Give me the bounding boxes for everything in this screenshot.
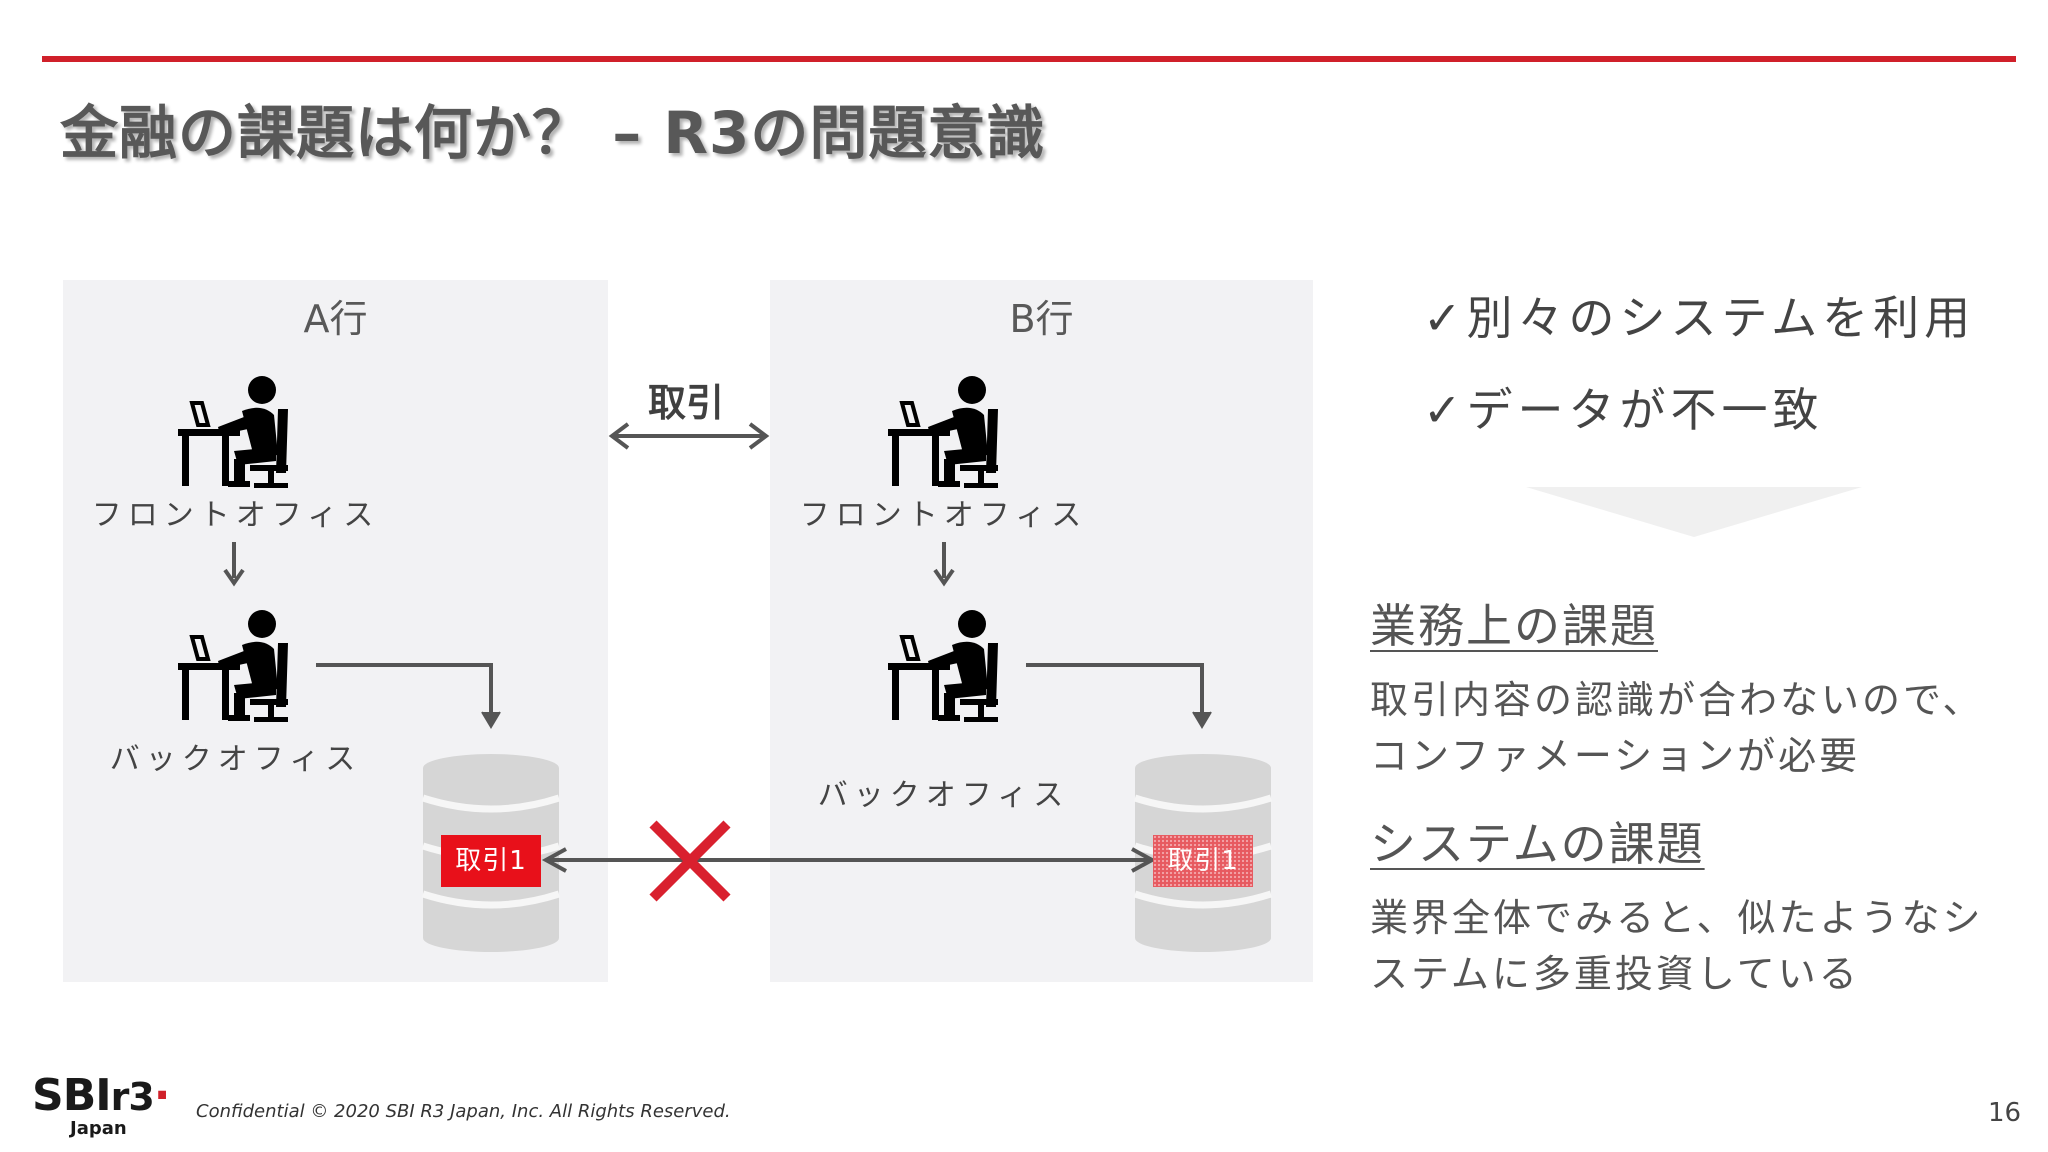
back-office-label-a: バックオフィス [109,742,362,777]
front-office-label-a: フロントオフィス [91,498,380,533]
chevron-down-icon [1526,487,1862,537]
issue-heading-business: 業務上の課題 [1370,599,1658,653]
header-rule [42,56,2016,62]
front-office-label-b: フロントオフィス [799,498,1088,533]
person-at-desk-icon [886,608,1000,724]
issue-text-system-line2: ステムに多重投資している [1370,952,1860,996]
back-office-to-db-arrow [1026,663,1212,729]
back-office-label-b: バックオフィス [817,778,1070,813]
logo-r3: r3 [110,1075,155,1119]
slide-title: 金融の課題は何か？ – R3の問題意識 [60,99,1046,167]
down-arrow-icon [223,542,245,587]
page-number: 16 [1988,1098,2022,1128]
bank-b-label: B行 [1009,297,1074,341]
down-arrow-icon [933,542,955,587]
transaction-label: 取引 [648,381,725,425]
point-separate-systems: ✓別々のシステムを利用 [1423,291,1976,345]
cross-icon [649,820,731,902]
db-record-badge-a: 取引1 [441,835,541,887]
confidential-notice: Confidential © 2020 SBI R3 Japan, Inc. A… [196,1101,731,1122]
logo-sbi: SBI [32,1070,112,1121]
logo-dot: · [153,1070,171,1121]
issue-text-business-line2: コンファメーションが必要 [1370,734,1861,778]
person-at-desk-icon [176,608,290,724]
back-office-to-db-arrow [316,663,501,729]
company-logo: SBIr3· [32,1070,170,1121]
bank-a-label: A行 [303,297,368,341]
issue-heading-system: システムの課題 [1370,817,1705,871]
point-data-mismatch: ✓データが不一致 [1423,383,1824,437]
issue-text-business-line1: 取引内容の認識が合わないので、 [1370,678,1984,722]
person-at-desk-icon [886,374,1000,490]
issue-text-system-line1: 業界全体でみると、似たようなシ [1370,896,1984,940]
double-arrow-icon [608,422,770,450]
db-record-badge-b: 取引1 [1153,835,1253,887]
person-at-desk-icon [176,374,290,490]
db-mismatch-arrow [541,847,1157,873]
logo-japan: Japan [70,1118,127,1139]
